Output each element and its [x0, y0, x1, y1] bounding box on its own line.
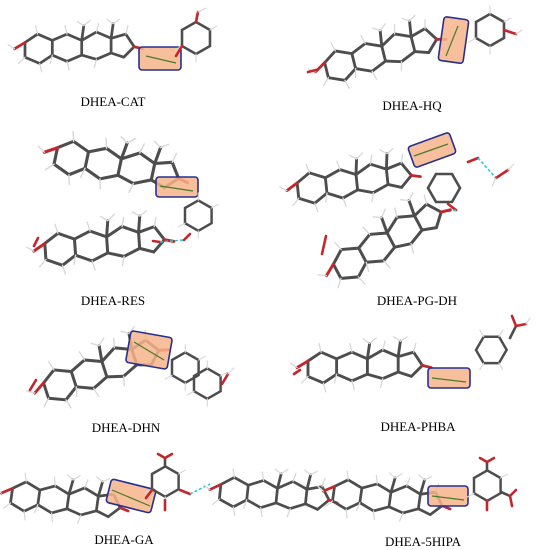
- panel-label: DHEA-DHN: [92, 420, 161, 435]
- highlight-box: [427, 367, 471, 389]
- panel-label: DHEA-HQ: [382, 98, 442, 113]
- panel-label: DHEA-CAT: [81, 94, 146, 109]
- highlight-box: [138, 46, 182, 71]
- panel-dhea-hq: DHEA-HQ: [300, 4, 523, 113]
- panel-dhea-pg-dh: DHEA-PG-DH: [275, 132, 515, 308]
- panel-dhea-5hipa: DHEA-5HIPA: [312, 456, 518, 549]
- highlight-box: [125, 330, 173, 370]
- panel-dhea-res: DHEA-RES: [23, 116, 220, 308]
- panel-dhea-phba: DHEA-PHBA: [288, 314, 531, 434]
- highlight-box: [105, 478, 157, 514]
- highlight-box: [437, 16, 470, 65]
- highlight-box: [155, 176, 199, 198]
- panel-label: DHEA-RES: [81, 293, 145, 308]
- panel-label: DHEA-PHBA: [380, 419, 456, 434]
- panel-label: DHEA-5HIPA: [385, 534, 462, 549]
- panel-dhea-cat: DHEA-CAT: [6, 7, 219, 109]
- panel-label: DHEA-PG-DH: [377, 293, 457, 308]
- panel-label: DHEA-GA: [94, 532, 154, 547]
- panel-dhea-ga: DHEA-GA: [0, 452, 342, 547]
- panel-dhea-dhn: DHEA-DHN: [16, 317, 235, 435]
